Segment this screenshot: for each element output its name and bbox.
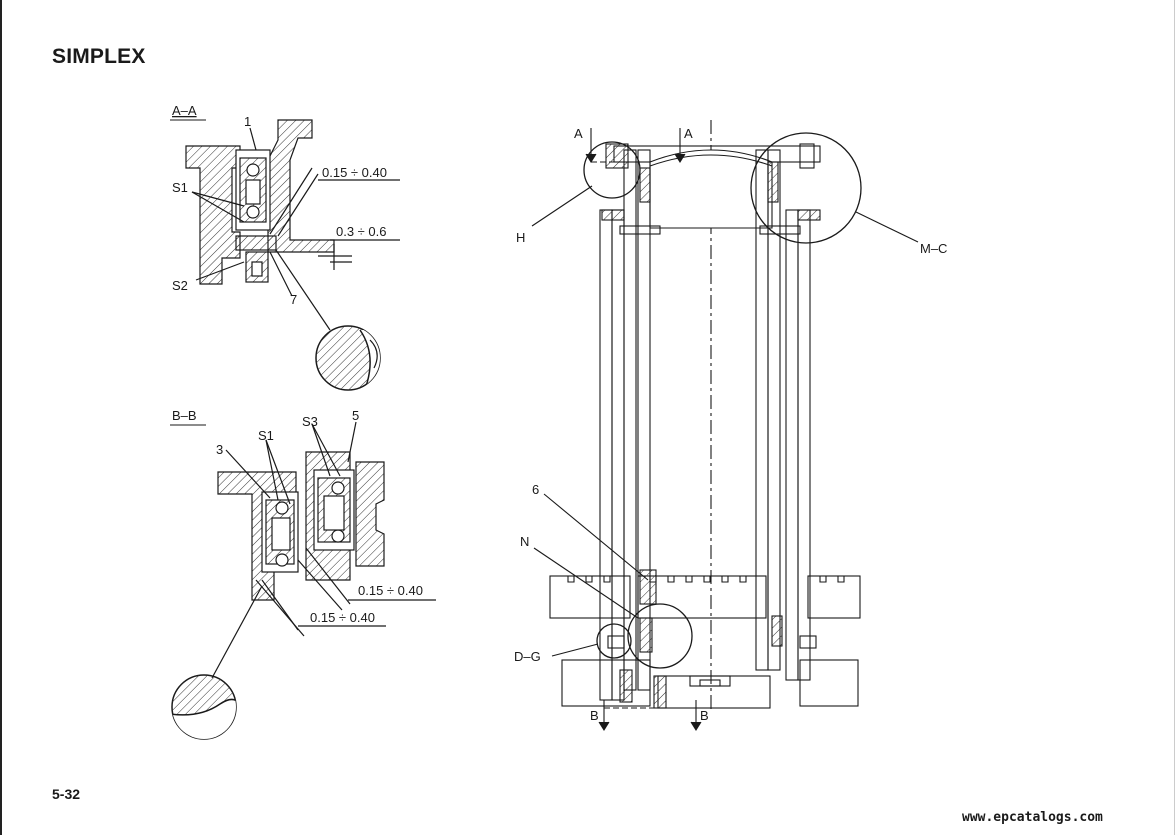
mast-label-6: 6 (532, 482, 539, 497)
dimension-aa-1: 0.15 ÷ 0.40 (322, 165, 387, 180)
mast-drawing (531, 120, 919, 732)
callout-1: 1 (244, 114, 251, 129)
page-border (0, 0, 2, 835)
dimension-bb-2: 0.15 ÷ 0.40 (310, 610, 375, 625)
mast-label-dg: D–G (514, 649, 541, 664)
callout-s2: S2 (172, 278, 188, 293)
dimension-aa-2: 0.3 ÷ 0.6 (336, 224, 387, 239)
section-bb-label: B–B (172, 408, 197, 423)
callout-s1-bb: S1 (258, 428, 274, 443)
watermark: www.epcatalogs.com (962, 810, 1103, 825)
callout-s3: S3 (302, 414, 318, 429)
callout-5: 5 (352, 408, 359, 423)
page-number: 5-32 (52, 786, 81, 802)
callout-s1-aa: S1 (172, 180, 188, 195)
page-title: SIMPLEX (52, 45, 146, 68)
section-aa-label: A–A (172, 103, 197, 118)
mast-label-a-right: A (684, 126, 693, 141)
mast-label-b-left: B (590, 708, 599, 723)
mast-label-a-left: A (574, 126, 583, 141)
mast-label-mc: M–C (920, 241, 947, 256)
section-bb-drawing (171, 421, 436, 740)
mast-label-h: H (516, 230, 525, 245)
section-aa-drawing (185, 119, 400, 391)
mast-labels: A A H M–C 6 N D–G B B (514, 126, 947, 723)
dimension-bb-1: 0.15 ÷ 0.40 (358, 583, 423, 598)
callout-3: 3 (216, 442, 223, 457)
mast-label-n: N (520, 534, 529, 549)
mast-label-b-right: B (700, 708, 709, 723)
section-bb-labels: B–B 3 S1 S3 5 0.15 ÷ 0.40 0.15 ÷ 0.40 (170, 408, 423, 625)
callout-7: 7 (290, 292, 297, 307)
section-aa-labels: A–A 1 S1 S2 7 0.15 ÷ 0.40 0.3 ÷ 0.6 (170, 103, 387, 307)
